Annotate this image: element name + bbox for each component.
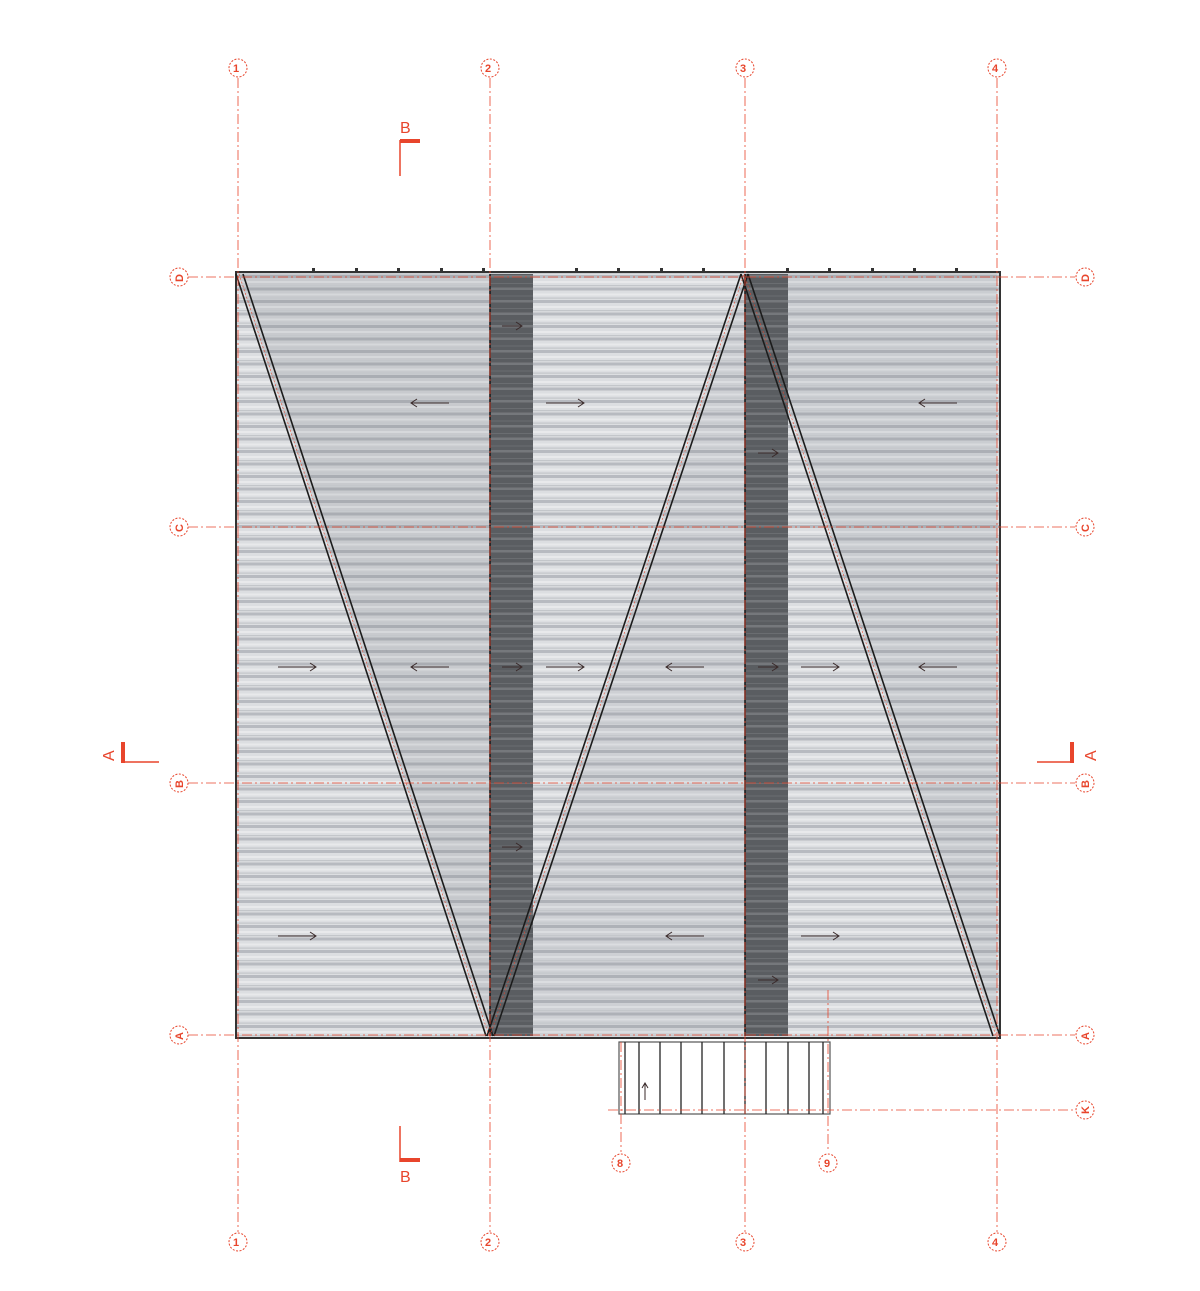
slope-arrow-right-icon — [758, 662, 779, 672]
slope-arrow-right-icon — [546, 662, 585, 672]
grid-bubble-labels: 1 2 3 4 1 2 3 4 D C B A D C B A K 8 9 — [174, 63, 1092, 1249]
grid-label-col-3-top: 3 — [740, 63, 746, 75]
grid-label-col-9: 9 — [824, 1158, 830, 1170]
slope-arrow-right-icon — [546, 398, 585, 408]
slope-arrow-right-icon — [502, 842, 523, 852]
gutter-strip-2 — [745, 274, 788, 1036]
grid-label-row-k: K — [1080, 1106, 1092, 1114]
slope-arrows — [278, 321, 957, 985]
slope-arrow-right-icon — [502, 662, 523, 672]
svg-text:B: B — [400, 120, 411, 137]
grid-label-row-b-right: B — [1080, 780, 1092, 788]
section-marker-b-top: B — [399, 120, 420, 176]
svg-text:B: B — [400, 1169, 411, 1186]
grid-label-row-d-left: D — [174, 274, 186, 282]
gutter-strip-1 — [490, 274, 533, 1036]
grid-label-row-a-right: A — [1080, 1032, 1092, 1040]
slope-arrow-left-icon — [665, 662, 704, 672]
grid-label-col-1-top: 1 — [233, 63, 239, 75]
entry-stair — [618, 1041, 831, 1115]
grid-label-col-4-top: 4 — [992, 63, 999, 75]
grid-label-col-2-bottom: 2 — [485, 1237, 491, 1249]
roof-surface — [235, 268, 1001, 1039]
section-marker-b-bottom: B — [399, 1126, 420, 1186]
grid-lines — [188, 78, 1075, 1232]
grid-label-row-c-right: C — [1080, 524, 1092, 532]
slope-arrow-right-icon — [758, 448, 779, 458]
grid-label-row-a-left: A — [174, 1032, 186, 1040]
slope-arrow-left-icon — [665, 931, 704, 941]
grid-label-row-b-left: B — [174, 780, 186, 788]
stair-up-arrow-icon — [641, 1082, 649, 1100]
grid-label-col-3-bottom: 3 — [740, 1237, 746, 1249]
grid-bubbles — [169, 58, 1095, 1252]
slope-arrow-right-icon — [801, 931, 840, 941]
slope-arrow-left-icon — [918, 398, 957, 408]
slope-arrow-right-icon — [502, 321, 523, 331]
slope-arrow-right-icon — [278, 662, 317, 672]
slope-arrow-left-icon — [410, 662, 449, 672]
roof-plane-shaded-3 — [745, 274, 997, 1036]
slope-arrow-right-icon — [801, 662, 840, 672]
section-marker-a-left: A — [101, 742, 159, 763]
section-marker-a-right: A — [1037, 742, 1100, 763]
slope-arrow-right-icon — [278, 931, 317, 941]
grid-label-row-c-left: C — [174, 524, 186, 532]
grid-label-col-2-top: 2 — [485, 63, 491, 75]
svg-text:A: A — [1083, 750, 1100, 761]
slope-arrow-left-icon — [410, 398, 449, 408]
slope-arrow-left-icon — [918, 662, 957, 672]
svg-text:A: A — [101, 750, 118, 761]
slope-arrow-right-icon — [758, 975, 779, 985]
grid-label-col-1-bottom: 1 — [233, 1237, 239, 1249]
grid-label-col-4-bottom: 4 — [992, 1237, 999, 1249]
grid-label-row-d-right: D — [1080, 274, 1092, 282]
grid-label-col-8: 8 — [617, 1158, 623, 1170]
